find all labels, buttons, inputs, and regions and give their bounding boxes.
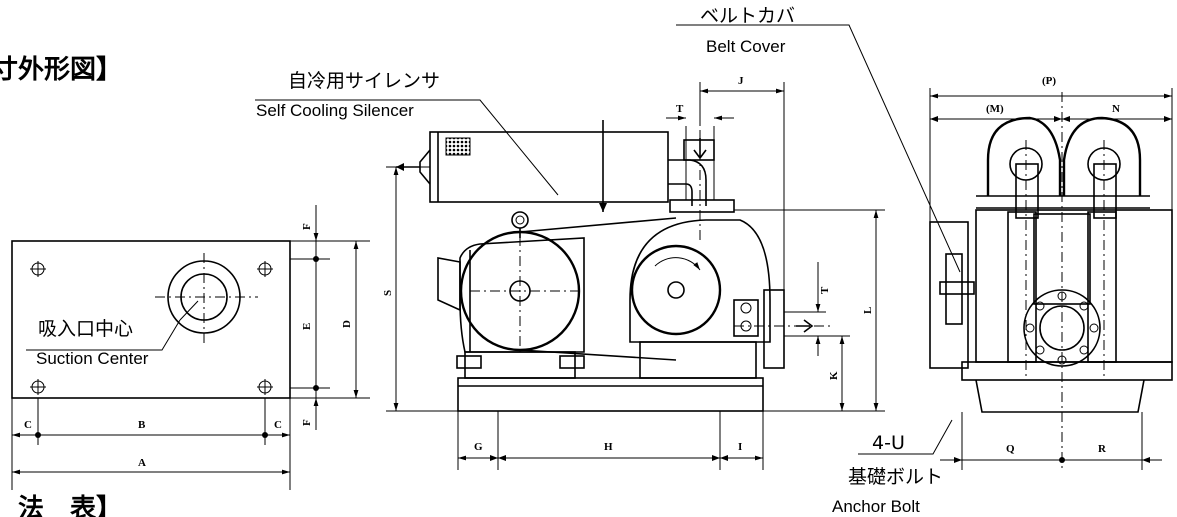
suction-center-label-en: Suction Center: [36, 349, 149, 368]
side-view: [386, 82, 885, 470]
dim-label-d: D: [341, 320, 353, 328]
silencer-mesh: [445, 137, 471, 156]
blower-casing: [629, 219, 771, 343]
outline-heading: 寸外形図】: [0, 55, 122, 85]
dim-label-g: G: [474, 441, 483, 453]
dim-label-h: H: [604, 441, 613, 453]
anchor-bolt-count-label: 4-U: [872, 432, 905, 454]
dim-label-j: J: [738, 75, 744, 87]
dim-label-t-top: T: [676, 103, 684, 115]
dim-label-f-bottom: F: [301, 419, 313, 426]
dimension-labels: C B C A F E D F S T J T K L G H I (P) (M…: [24, 75, 1120, 469]
bolt-hole-bottom-left: [30, 379, 46, 395]
dim-label-n: N: [1112, 103, 1120, 115]
silencer-label-en: Self Cooling Silencer: [256, 101, 414, 120]
silencer-label-jp: 自冷用サイレンサ: [288, 70, 440, 92]
anchor-bolt-label-en: Anchor Bolt: [832, 497, 920, 516]
dim-label-r: R: [1098, 443, 1107, 455]
dim-label-k: K: [828, 371, 840, 380]
dim-label-c-left: C: [24, 419, 32, 431]
belt-cover-label-jp: ベルトカバ: [700, 5, 795, 27]
bolt-hole-bottom-right: [257, 379, 273, 395]
end-view: [929, 88, 1173, 470]
dim-label-a: A: [138, 457, 146, 469]
dim-label-m: (M): [986, 103, 1004, 115]
bolt-hole-top-right: [257, 261, 273, 277]
dim-label-l: L: [862, 307, 874, 314]
dim-label-t-side: T: [819, 286, 831, 294]
blower-pulley: [630, 244, 722, 336]
dim-label-e: E: [301, 323, 313, 330]
dim-label-p: (P): [1042, 75, 1056, 87]
dimension-table-heading: 法 表】: [18, 494, 122, 517]
dim-label-s: S: [382, 290, 394, 296]
lifting-eye: [511, 211, 529, 229]
dim-label-f-top: F: [301, 223, 313, 230]
blower-body-end: [975, 209, 1173, 363]
belt-cover-label-en: Belt Cover: [706, 37, 786, 56]
bolt-hole-top-left: [30, 261, 46, 277]
dim-label-b: B: [138, 419, 146, 431]
leader-lines: [26, 24, 961, 455]
dim-label-c-right: C: [274, 419, 282, 431]
dim-label-i: I: [738, 441, 742, 453]
dim-label-q: Q: [1006, 443, 1015, 455]
common-base: [457, 377, 764, 412]
anchor-bolt-label-jp: 基礎ボルト: [848, 466, 943, 488]
foundation-plate: [11, 240, 291, 399]
foundation-plan-view: [11, 205, 370, 490]
suction-center-label-jp: 吸入口中心: [38, 318, 133, 340]
